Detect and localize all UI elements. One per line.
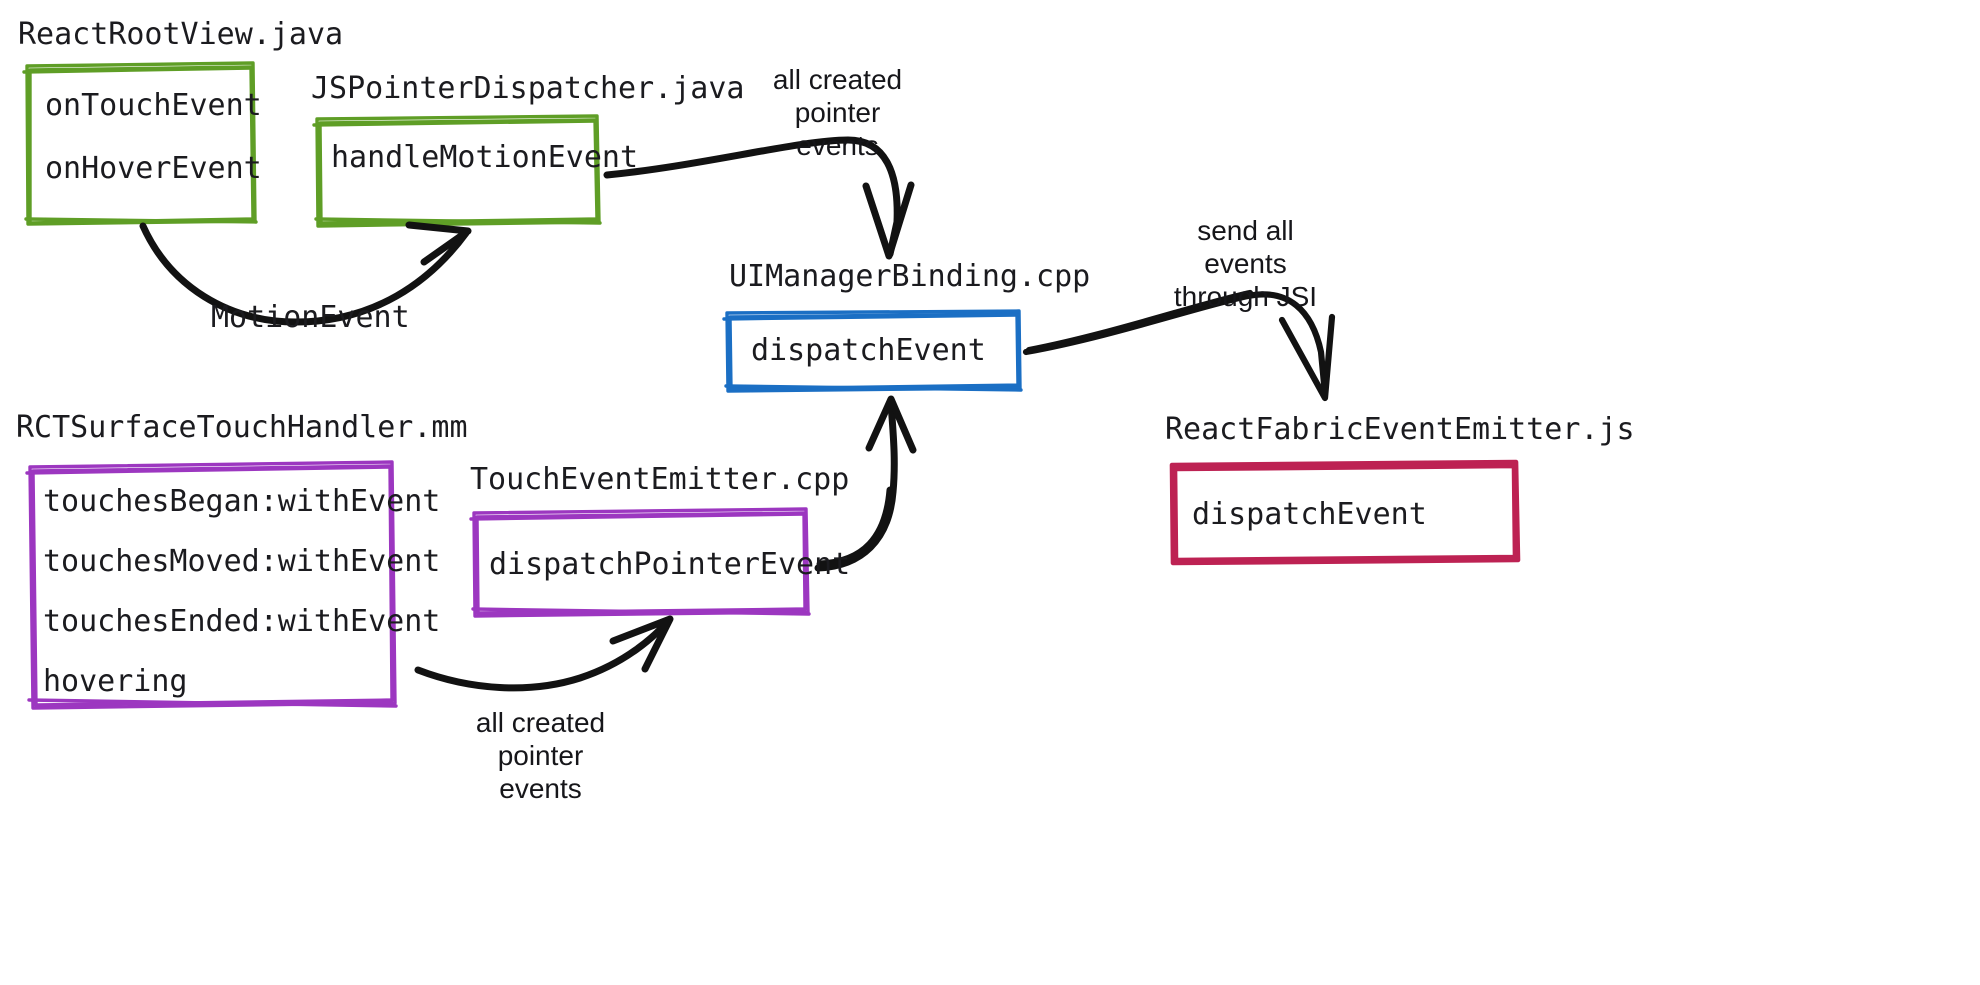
- node-line-handle-motion-event: handleMotionEvent: [331, 140, 639, 175]
- edge-arrow-ios-pointer-events: [414, 615, 674, 692]
- node-line-on-hover-event: onHoverEvent: [45, 151, 262, 186]
- file-label-react-root-view: ReactRootView.java: [18, 17, 344, 52]
- edge-label-android-pointer-events: all created pointer events: [772, 64, 903, 161]
- node-line-touches-moved: touchesMoved:withEvent: [43, 544, 441, 579]
- node-line-on-touch-event: onTouchEvent: [45, 88, 262, 123]
- edge-label-jsi-events: send all events through JSI: [1173, 215, 1318, 312]
- node-line-dispatch-pointer-event: dispatchPointerEvent: [489, 547, 851, 582]
- node-line-dispatch-event-binding: dispatchEvent: [751, 333, 986, 368]
- file-label-ui-manager-binding: UIManagerBinding.cpp: [729, 259, 1091, 294]
- file-label-touch-event-emitter: TouchEventEmitter.cpp: [470, 462, 850, 497]
- edge-label-motion-event: MotionEvent: [211, 300, 410, 335]
- file-label-rct-surface-touch-handler: RCTSurfaceTouchHandler.mm: [16, 410, 468, 445]
- file-label-react-fabric-event-emitter: ReactFabricEventEmitter.js: [1165, 412, 1635, 447]
- file-label-js-pointer-dispatcher: JSPointerDispatcher.java: [311, 71, 745, 106]
- edge-label-ios-pointer-events: all created pointer events: [475, 707, 606, 804]
- node-line-dispatch-event-fabric: dispatchEvent: [1192, 497, 1427, 532]
- node-line-hovering: hovering: [43, 664, 188, 699]
- node-line-touches-ended: touchesEnded:withEvent: [43, 604, 441, 639]
- node-line-touches-began: touchesBegan:withEvent: [43, 484, 441, 519]
